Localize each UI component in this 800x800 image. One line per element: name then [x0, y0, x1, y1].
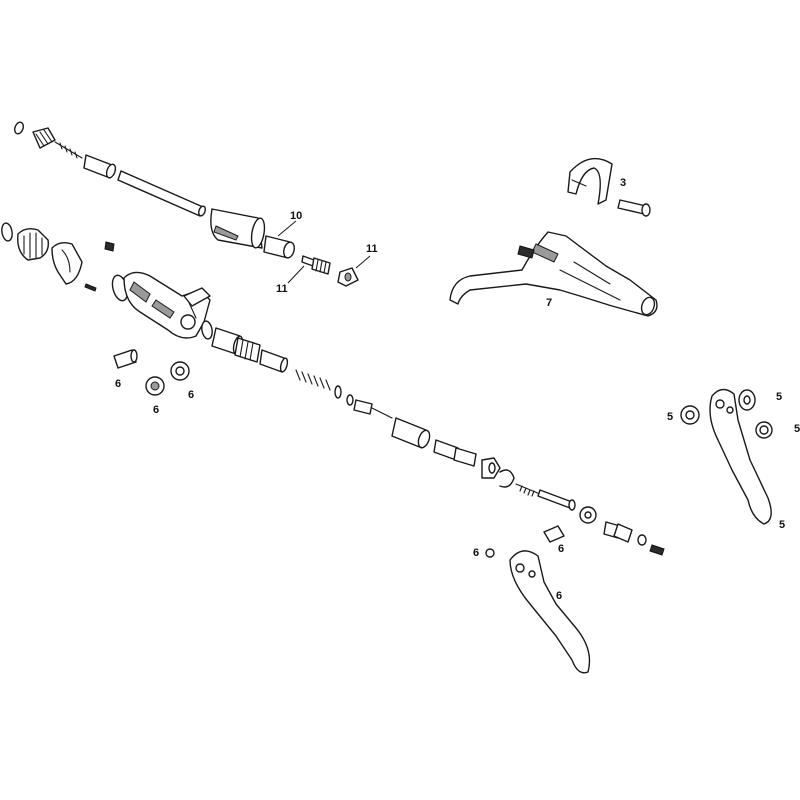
callout-5-bottom: 5 — [779, 519, 785, 531]
part-7-lever-assembly — [449, 231, 658, 317]
callout-10: 10 — [290, 210, 302, 222]
piston-rod — [353, 399, 393, 419]
part-5-bushing — [755, 421, 773, 439]
part-6-lever-blade-bottom — [509, 550, 591, 674]
callout-6-pin-left: 6 — [115, 378, 121, 390]
callout-3: 3 — [620, 177, 626, 189]
small-oring — [346, 394, 354, 406]
callout-6-lever-blade: 6 — [556, 590, 562, 602]
callout-6-pin-mid: 6 — [558, 543, 564, 555]
part-6-pin-left — [113, 349, 138, 369]
hose-cover-boot — [210, 208, 266, 249]
part-6-pin-mid — [543, 525, 565, 543]
push-rod-bushing — [433, 439, 477, 467]
leader-lines — [277, 220, 371, 284]
hose-sleeve — [83, 154, 117, 179]
callout-5-left: 5 — [667, 411, 673, 423]
part-6-small-ball — [485, 548, 495, 558]
push-rod-sleeve — [391, 417, 431, 449]
part-6-washer-left-a — [145, 376, 165, 396]
hose-barb-fitting — [32, 127, 83, 159]
master-cylinder-body — [111, 271, 211, 339]
hydraulic-hose — [117, 170, 206, 217]
part-6-bushing-mid — [579, 506, 597, 524]
cam-nut — [481, 457, 501, 479]
part-6-washer-left-b — [170, 361, 190, 381]
part-5-washer-left — [680, 405, 700, 425]
part-11-bleed-port-nut — [337, 267, 359, 287]
threaded-push-rod — [515, 483, 576, 511]
body-oring — [201, 320, 213, 340]
part-5-washer-right — [738, 389, 756, 411]
handlebar-clamp — [51, 241, 83, 285]
callout-6-washer-b: 6 — [188, 389, 194, 401]
spring-washer — [334, 385, 342, 399]
piston-seal-stack — [234, 337, 261, 363]
callout-5-right: 5 — [794, 423, 800, 435]
part-5-lever-blade-right — [709, 388, 772, 525]
callout-6-small-ball: 6 — [473, 547, 479, 559]
reach-adjust-screw — [649, 544, 665, 556]
snap-ring — [499, 469, 515, 488]
callout-11-screw: 11 — [276, 283, 288, 295]
callout-7: 7 — [546, 297, 552, 309]
clamp-shim — [84, 283, 97, 292]
hose-olive-ring — [14, 121, 24, 135]
part-11-bleed-screw — [301, 255, 331, 275]
reach-adjust-knob — [603, 521, 647, 546]
part-10-bushing — [263, 235, 295, 259]
reservoir-cap — [17, 227, 50, 261]
small-set-screw — [104, 241, 115, 252]
callout-5-top: 5 — [776, 391, 782, 403]
part-3-clamp-band — [567, 157, 613, 205]
part-3-clamp-bolt — [617, 199, 651, 217]
piston-cup — [259, 349, 289, 373]
clamp-ring — [1, 222, 13, 242]
callout-6-washer-a: 6 — [153, 404, 159, 416]
return-spring — [295, 369, 331, 391]
callout-11-nut: 11 — [366, 243, 378, 255]
